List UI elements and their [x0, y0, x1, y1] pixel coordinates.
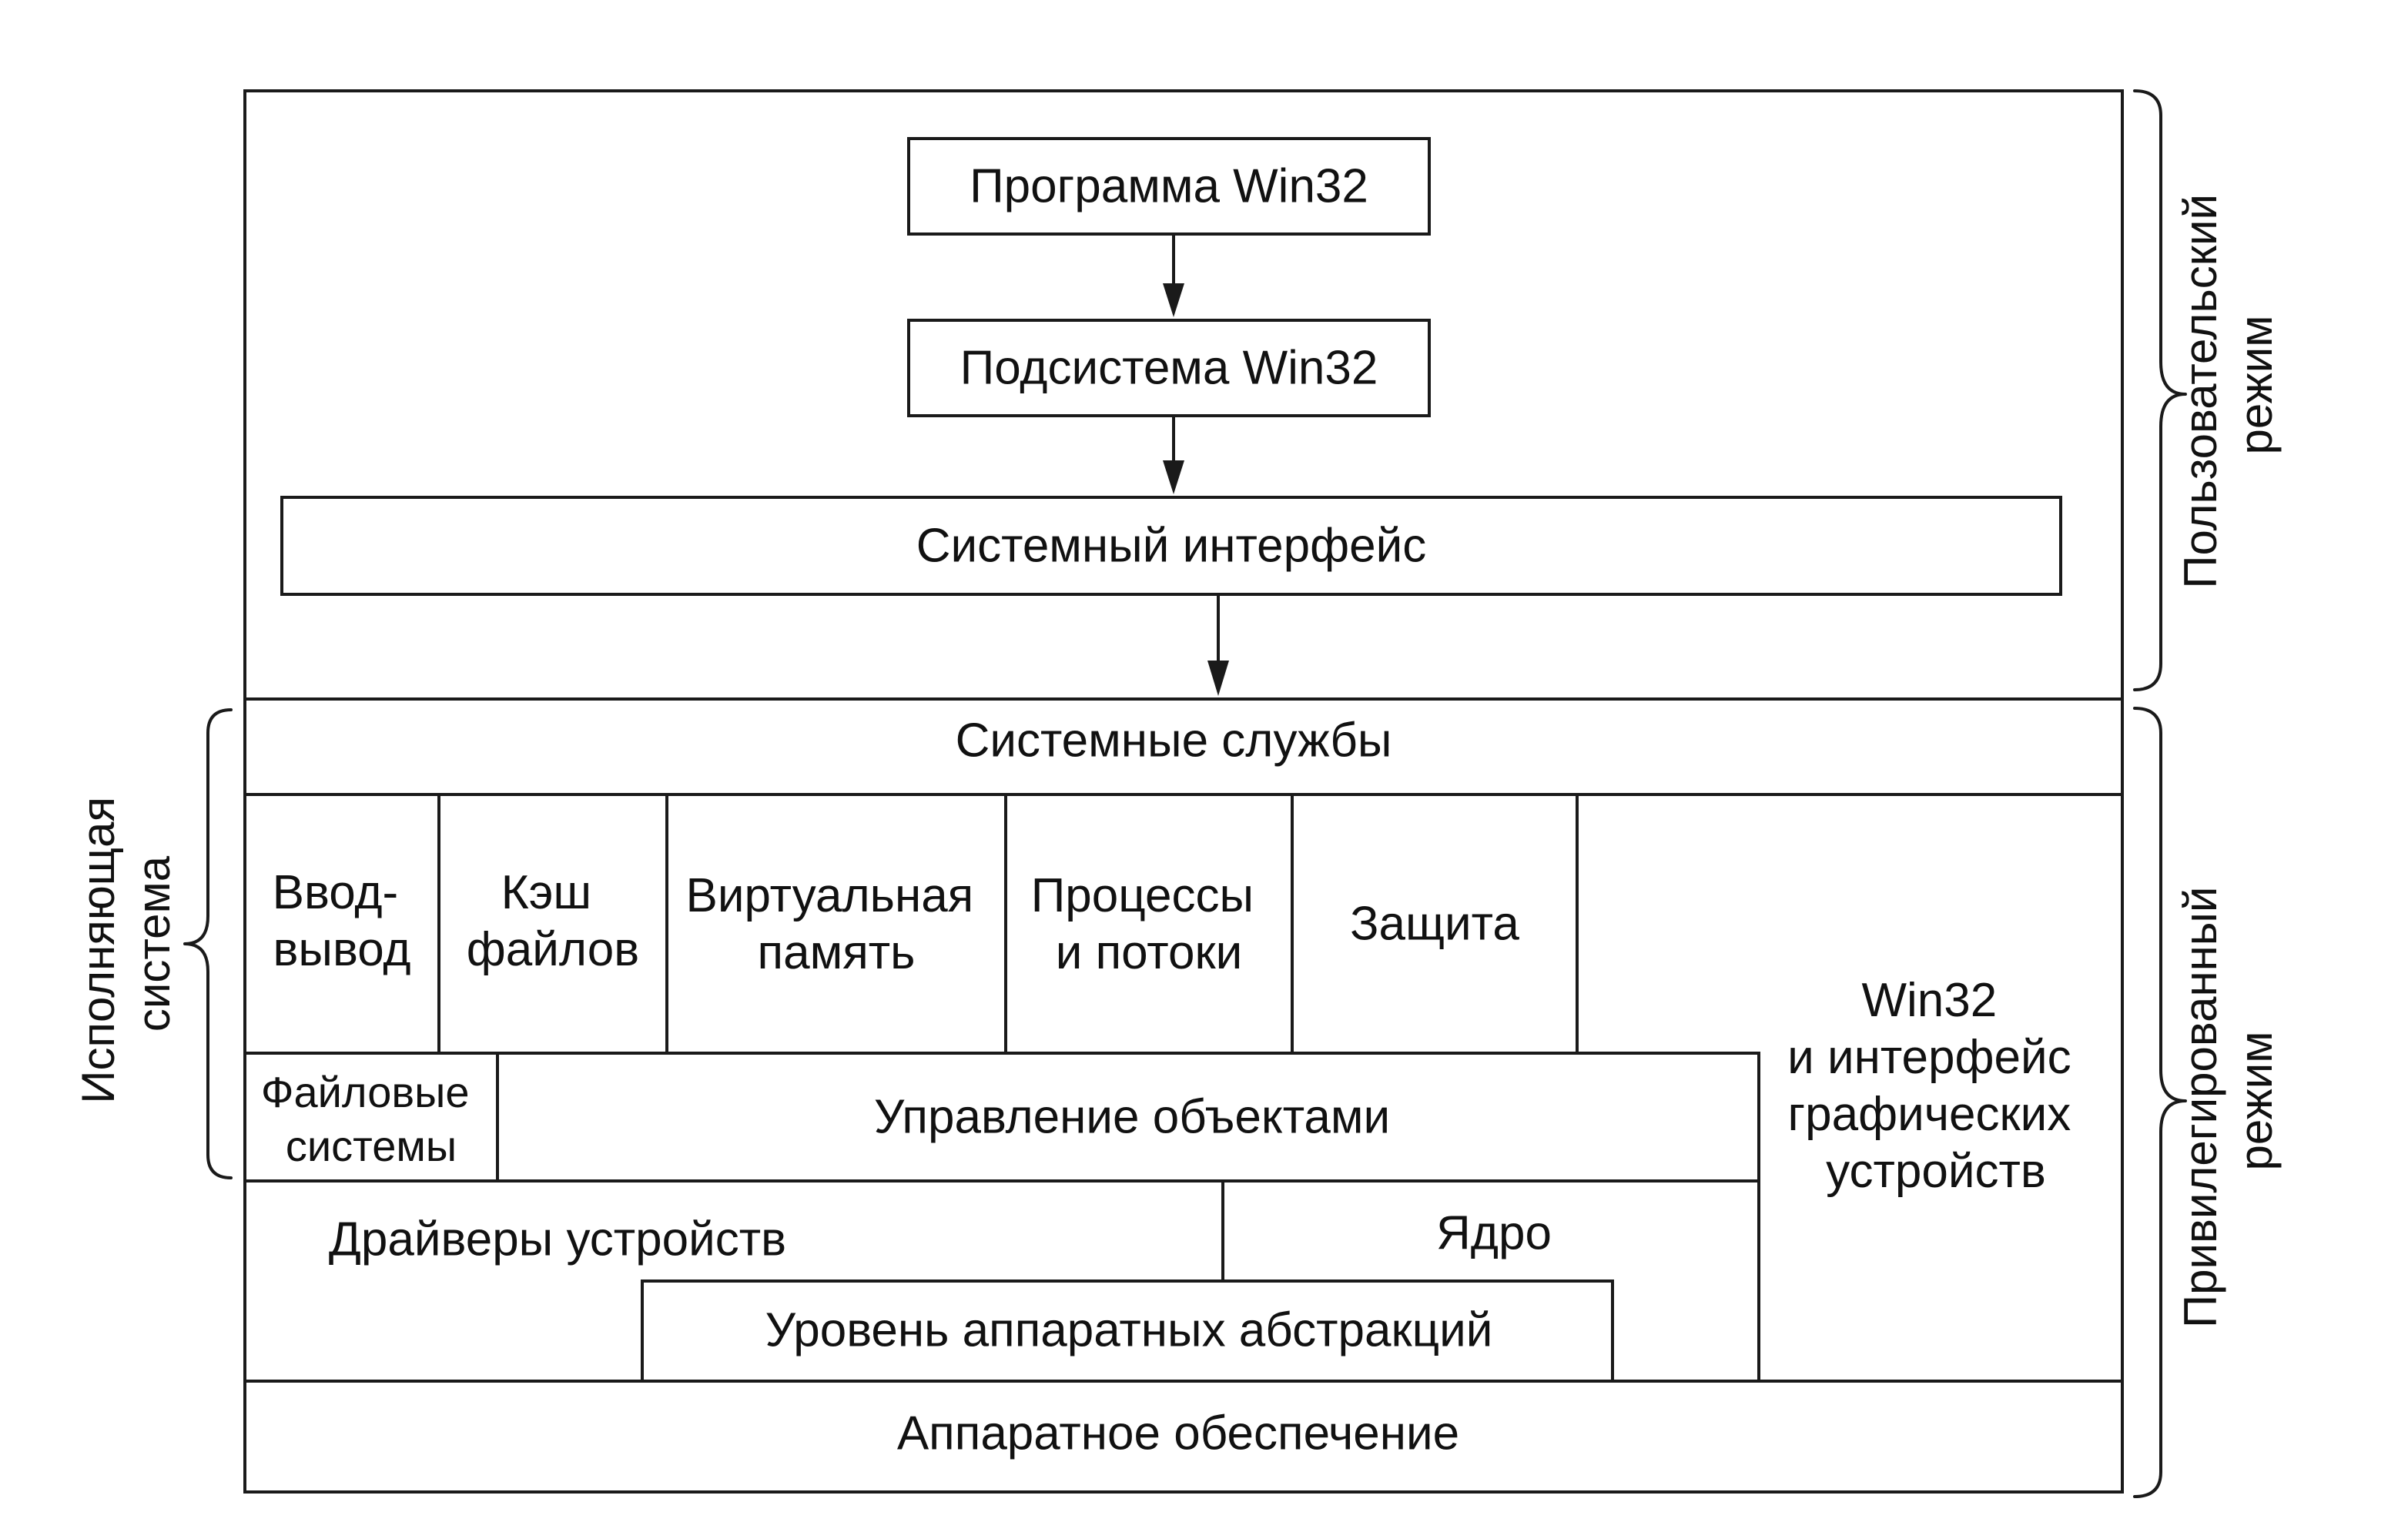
security-label: Защита: [1350, 898, 1519, 951]
virtual-memory-box: [665, 793, 1007, 1055]
svg-text:Привилегированный режим: Привилегированный режим: [2175, 874, 2282, 1328]
file-cache-label: Кэш файлов: [467, 866, 639, 976]
device-drivers-label: Драйверы устройств: [329, 1213, 786, 1266]
svg-text:Исполняющая система: Исполняющая система: [72, 784, 179, 1103]
arrow-program-to-subsystem: [1163, 234, 1184, 317]
system-interface-box: [280, 496, 2062, 596]
kernel-mode-brace: [2133, 707, 2187, 1498]
io-box: [243, 793, 440, 1055]
object-manager-label: Управление объектами: [874, 1091, 1390, 1144]
processes-threads-label: Процессы и потоки: [1031, 869, 1268, 979]
hal-box: [641, 1279, 1614, 1383]
file-cache-box: [437, 793, 668, 1055]
virtual-memory-label: Виртуальная память: [686, 869, 987, 979]
user-mode-brace: [2133, 89, 2187, 691]
hardware-label: Аппаратное обеспечение: [897, 1407, 1459, 1460]
processes-threads-box: [1004, 793, 1294, 1055]
win32-gdi-label: Win32 и интерфейс графических устройств: [1787, 974, 2085, 1198]
security-box: [1291, 793, 1579, 1055]
system-interface-label: Системный интерфейс: [916, 520, 1427, 573]
win32-subsystem-box: [907, 319, 1431, 417]
user-mode-side-label: Пользовательский режим: [2175, 181, 2282, 589]
executive-brace: [183, 708, 233, 1179]
executive-side-label: Исполняющая система: [72, 784, 179, 1104]
file-systems-box: [243, 1052, 499, 1182]
file-systems-label: Файловые системы: [261, 1068, 481, 1170]
system-services-label: Системные службы: [956, 714, 1392, 768]
arrow-interface-to-services: [1207, 594, 1229, 696]
arrow-subsystem-to-interface: [1163, 416, 1184, 494]
kernel-mode-side-label: Привилегированный режим: [2175, 874, 2282, 1328]
io-label: Ввод- вывод: [273, 866, 412, 976]
kernel-label: Ядро: [1436, 1207, 1552, 1260]
svg-text:Пользовательский режим: Пользовательский режим: [2175, 181, 2282, 588]
win32-program-label: Программа Win32: [970, 160, 1368, 213]
object-manager-box: [496, 1052, 1760, 1182]
win32-subsystem-label: Подсистема Win32: [960, 342, 1378, 395]
hal-label: Уровень аппаратных абстракций: [765, 1304, 1493, 1357]
win32-program-box: [907, 137, 1431, 236]
